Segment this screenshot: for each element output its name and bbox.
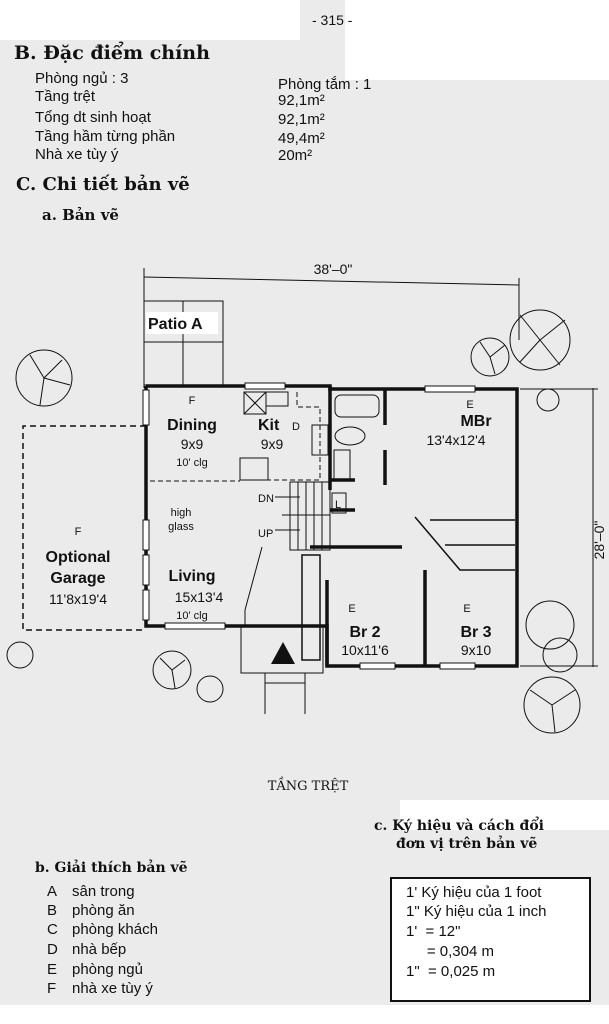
br3-letter: E	[463, 603, 470, 615]
legend-text: nhà xe tùy ý	[72, 980, 153, 997]
dining-letter: F	[189, 395, 196, 407]
dining-name: Dining	[167, 417, 217, 434]
spec-label: Nhà xe tùy ý	[35, 146, 119, 163]
legend-text: phòng ngủ	[72, 961, 143, 978]
kitchen-name: Kit	[258, 417, 280, 434]
tree-icon	[525, 600, 575, 650]
width-dimension: 38'–0"	[314, 261, 353, 277]
page-number: - 315 -	[312, 12, 353, 28]
legend-text: phòng khách	[72, 921, 158, 938]
br3-size: 9x10	[461, 642, 492, 658]
mbr-name: MBr	[460, 413, 491, 430]
kitchen-fixtures	[239, 391, 380, 514]
spec-value: 92,1m²	[278, 111, 325, 128]
spec-value: Phòng tắm : 1	[278, 76, 372, 93]
spec-value: 49,4m²	[278, 130, 325, 147]
tree-icon	[536, 388, 560, 412]
section-c-title: C. Chi tiết bản vẽ	[16, 174, 190, 195]
units-line: 1' = 12"	[406, 923, 461, 940]
kitchen-letter: D	[292, 421, 300, 433]
dining-size: 9x9	[181, 436, 204, 452]
mbr-size: 13'4x12'4	[426, 432, 485, 448]
legend-key: D	[47, 941, 58, 958]
dining-note: 10' clg	[176, 457, 207, 469]
tree-icon	[15, 349, 73, 407]
legend-key: E	[47, 961, 58, 978]
spec-value: 92,1m²	[278, 92, 325, 109]
section-b-title: B. Đặc điểm chính	[14, 42, 210, 64]
closets	[301, 516, 515, 661]
patio-label: Patio A	[148, 316, 203, 333]
units-line: 1' Ký hiệu của 1 foot	[406, 884, 542, 901]
plan-caption: TẦNG TRỆT	[268, 776, 349, 794]
counters	[150, 392, 321, 482]
legend-key: A	[47, 883, 58, 900]
section-a-title: a. Bản vẽ	[42, 206, 119, 224]
legend-text: nhà bếp	[72, 941, 127, 958]
living-name: Living	[168, 568, 215, 585]
units-title-2: đơn vị trên bản vẽ	[396, 836, 538, 852]
legend-key: F	[47, 980, 57, 997]
tree-icon	[523, 676, 581, 734]
legend-key: B	[47, 902, 58, 919]
legend-key: C	[47, 921, 58, 938]
units-box: 1' Ký hiệu của 1 foot 1" Ký hiệu của 1 i…	[390, 877, 591, 1002]
legend-title: b. Giải thích bản vẽ	[35, 860, 188, 876]
units-title-1: c. Ký hiệu và cách đổi	[374, 818, 544, 834]
units-line: 1" = 0,025 m	[406, 963, 496, 980]
garage-outline	[22, 425, 146, 631]
units-line: = 0,304 m	[406, 943, 494, 960]
windows	[142, 382, 476, 670]
br2-letter: E	[348, 603, 355, 615]
spec-value: 20m²	[278, 147, 313, 164]
tree-icon	[196, 675, 224, 703]
high-glass-2: glass	[168, 521, 194, 533]
tree-icon	[470, 337, 510, 377]
floor-plan: 38'–0" 28'–0" Patio A	[6, 261, 607, 794]
spec-label: Phòng ngủ : 3	[35, 70, 129, 87]
mbr-letter: E	[466, 399, 473, 411]
entry-arrow-icon	[271, 642, 295, 664]
garage-name-1: Optional	[46, 549, 111, 566]
living-note: 10' clg	[176, 610, 207, 622]
depth-dimension-line	[520, 388, 598, 667]
garage-letter: F	[75, 526, 82, 538]
br3-name: Br 3	[460, 624, 491, 641]
legend-text: phòng ăn	[72, 902, 135, 919]
laundry-label: L	[335, 499, 341, 511]
br2-size: 10x11'6	[341, 642, 389, 658]
garage-name-2: Garage	[50, 570, 105, 587]
spec-label: Tầng trệt	[35, 88, 96, 105]
stairs-up: UP	[258, 528, 273, 540]
trees	[6, 309, 581, 734]
kitchen-size: 9x9	[261, 436, 284, 452]
stairs-down: DN	[258, 493, 274, 505]
units-line: 1" Ký hiệu của 1 inch	[406, 903, 547, 920]
stairs	[244, 481, 331, 626]
high-glass-1: high	[171, 507, 192, 519]
tree-icon	[6, 641, 34, 669]
spec-label: Tầng hầm từng phần	[35, 128, 176, 145]
tree-icon	[509, 309, 571, 371]
tree-icon	[542, 637, 578, 673]
depth-dimension: 28'–0"	[591, 521, 607, 560]
br2-name: Br 2	[349, 624, 380, 641]
legend-text: sân trong	[72, 883, 135, 900]
garage-size: 11'8x19'4	[49, 591, 107, 607]
spec-label: Tổng dt sinh hoạt	[35, 109, 151, 126]
living-size: 15x13'4	[175, 589, 224, 605]
tree-icon	[152, 650, 192, 690]
entry-porch	[240, 625, 324, 714]
